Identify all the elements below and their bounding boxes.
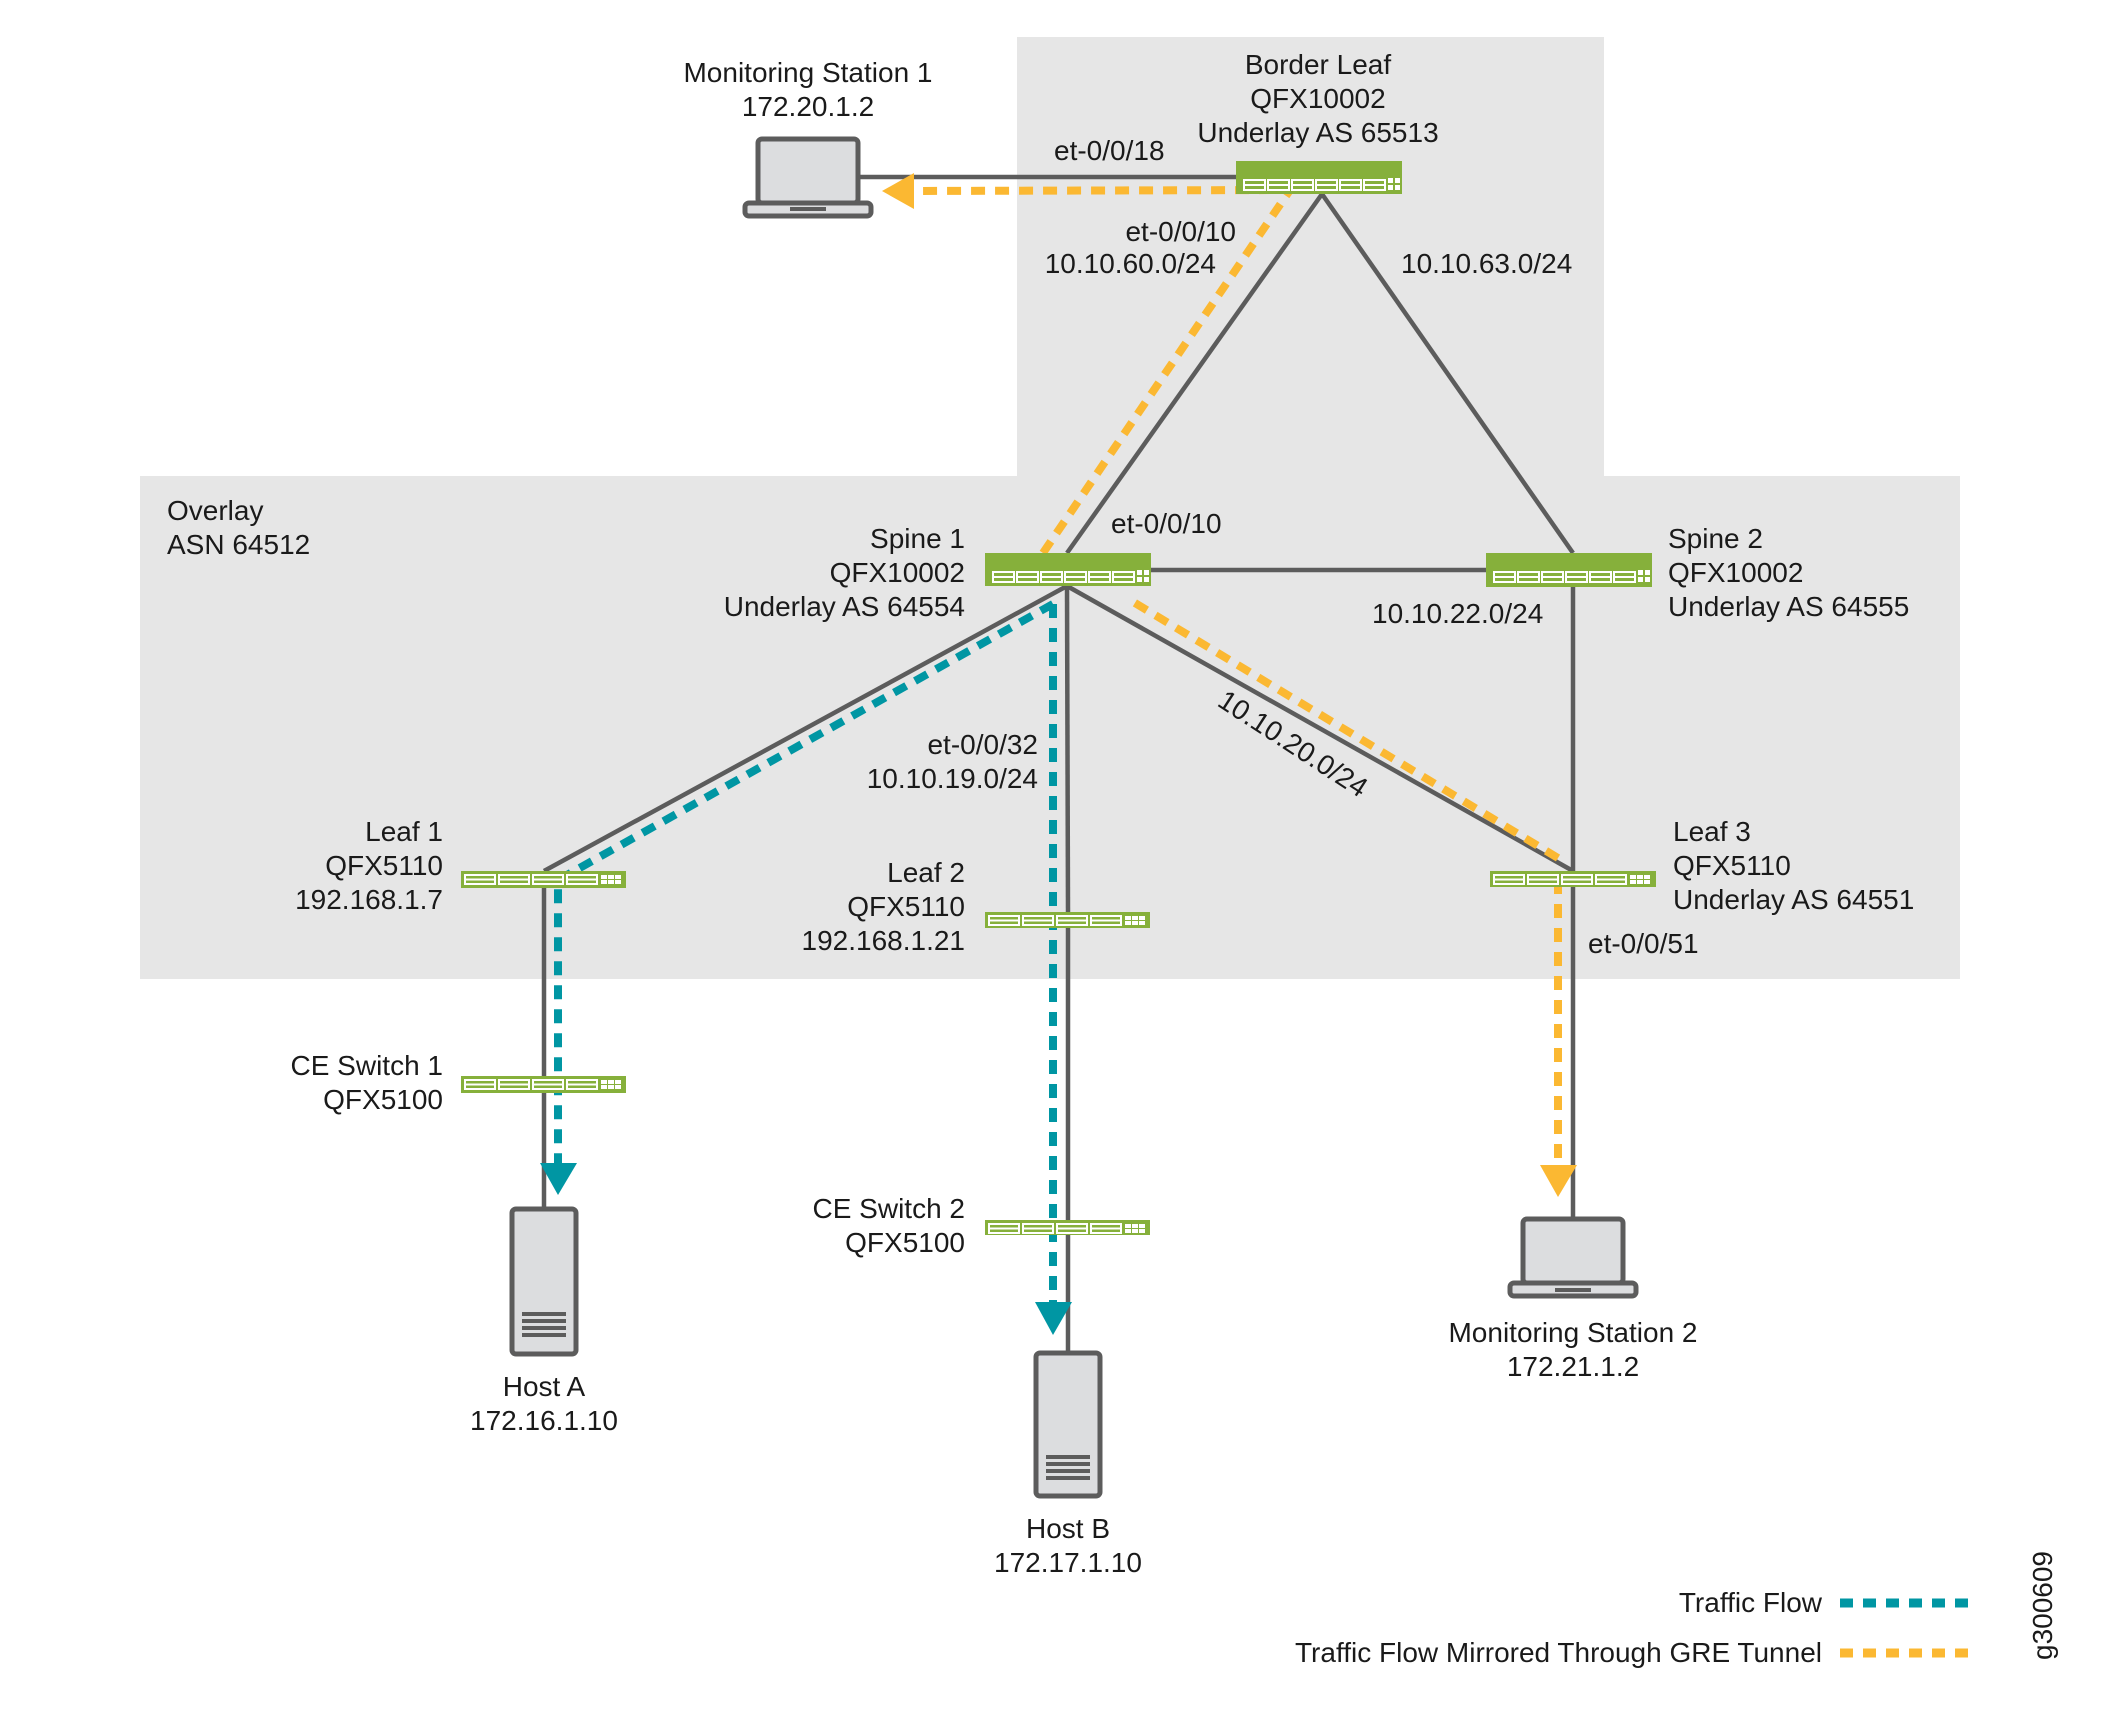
device-name: Leaf 3 (1673, 816, 1751, 847)
border-leaf-label: Border Leaf QFX10002 Underlay AS 65513 (1197, 49, 1438, 148)
device-ip: 172.20.1.2 (742, 91, 874, 122)
device-as: Underlay AS 64554 (724, 591, 965, 622)
device-name: Border Leaf (1245, 49, 1392, 80)
ce-switch-1-label: CE Switch 1 QFX5100 (291, 1050, 444, 1115)
legend-traffic-flow-label: Traffic Flow (1679, 1587, 1823, 1618)
leaf-1-switch-icon[interactable] (461, 871, 626, 888)
subnet-label-bl-spine1: 10.10.60.0/24 (1045, 248, 1216, 279)
device-model: QFX10002 (1250, 83, 1385, 114)
spine-1-label: Spine 1 QFX10002 Underlay AS 64554 (724, 523, 965, 622)
device-name: Leaf 2 (887, 857, 965, 888)
device-name: Host B (1026, 1513, 1110, 1544)
device-name: CE Switch 1 (291, 1050, 444, 1081)
device-name: Monitoring Station 1 (683, 57, 932, 88)
link-spine1-leaf3 (1065, 584, 1575, 873)
port-label-leaf3-ms2: et-0/0/51 (1588, 928, 1699, 959)
ce-switch-2-icon[interactable] (985, 1220, 1150, 1235)
device-model: QFX5110 (1673, 850, 1791, 881)
device-model: QFX5110 (325, 850, 443, 881)
subnet-label-spine1-spine2: 10.10.22.0/24 (1372, 598, 1543, 629)
spine-2-switch-icon[interactable] (1486, 553, 1652, 587)
device-model: QFX10002 (830, 557, 965, 588)
traffic-flow-arrow-hosta (540, 1163, 577, 1195)
device-as: Underlay AS 65513 (1197, 117, 1438, 148)
port-label-spine1-leaf2: et-0/0/32 (927, 729, 1038, 760)
legend: Traffic Flow Traffic Flow Mirrored Throu… (1295, 1587, 1975, 1668)
monitoring-station-1-label: Monitoring Station 1 172.20.1.2 (683, 57, 932, 122)
monitoring-station-2-laptop-icon[interactable] (1507, 1216, 1639, 1299)
port-label-bl-spine1: et-0/0/10 (1125, 216, 1236, 247)
leaf-1-label: Leaf 1 QFX5110 192.168.1.7 (295, 816, 443, 915)
device-ip: 192.168.1.21 (802, 925, 966, 956)
host-b-label: Host B 172.17.1.10 (994, 1513, 1142, 1578)
link-bl-spine1 (1065, 192, 1324, 555)
device-model: QFX5100 (845, 1227, 965, 1258)
device-name: Leaf 1 (365, 816, 443, 847)
host-a-label: Host A 172.16.1.10 (470, 1371, 618, 1436)
spine-2-label: Spine 2 QFX10002 Underlay AS 64555 (1668, 523, 1909, 622)
device-name: Spine 1 (870, 523, 965, 554)
figure-id: g300609 (2027, 1551, 2058, 1660)
mirrored-flow-arrow-ms1 (882, 173, 914, 209)
device-name: Spine 2 (1668, 523, 1763, 554)
leaf-2-label: Leaf 2 QFX5110 192.168.1.21 (802, 857, 966, 956)
legend-mirrored-flow-label: Traffic Flow Mirrored Through GRE Tunnel (1295, 1637, 1822, 1668)
leaf-3-label: Leaf 3 QFX5110 Underlay AS 64551 (1673, 816, 1914, 915)
monitoring-station-1-laptop-icon[interactable] (742, 136, 874, 219)
device-name: CE Switch 2 (813, 1193, 966, 1224)
monitoring-station-2-label: Monitoring Station 2 172.21.1.2 (1448, 1317, 1697, 1382)
device-as: Underlay AS 64551 (1673, 884, 1914, 915)
device-ip: 172.21.1.2 (1507, 1351, 1639, 1382)
overlay-asn-label: ASN 64512 (167, 529, 310, 560)
link-bl-spine2 (1320, 192, 1575, 555)
device-ip: 172.17.1.10 (994, 1547, 1142, 1578)
leaf-2-switch-icon[interactable] (985, 912, 1150, 928)
traffic-flow-path (554, 600, 1057, 1302)
link-spine1-leaf2 (1064, 585, 1071, 913)
device-model: QFX10002 (1668, 557, 1803, 588)
spine-1-switch-icon[interactable] (985, 553, 1151, 586)
link-spine1-leaf1 (542, 584, 1069, 873)
ce-switch-1-icon[interactable] (461, 1076, 626, 1093)
host-a-server-icon[interactable] (509, 1206, 579, 1357)
overlay-label: Overlay (167, 495, 263, 526)
device-ip: 172.16.1.10 (470, 1405, 618, 1436)
traffic-flow-arrow-hostb (1035, 1302, 1072, 1335)
device-model: QFX5110 (847, 891, 965, 922)
mirrored-flow-arrow-ms2 (1540, 1165, 1577, 1197)
leaf-3-switch-icon[interactable] (1490, 871, 1656, 887)
device-name: Host A (503, 1371, 586, 1402)
port-label-spine1-bl: et-0/0/10 (1111, 508, 1222, 539)
subnet-label-spine1-leaf2: 10.10.19.0/24 (867, 763, 1038, 794)
border-leaf-zone (1017, 37, 1604, 497)
port-label-bl-ms1: et-0/0/18 (1054, 135, 1165, 166)
device-name: Monitoring Station 2 (1448, 1317, 1697, 1348)
device-as: Underlay AS 64555 (1668, 591, 1909, 622)
device-ip: 192.168.1.7 (295, 884, 443, 915)
border-leaf-switch-icon[interactable] (1236, 161, 1402, 194)
device-model: QFX5100 (323, 1084, 443, 1115)
host-b-server-icon[interactable] (1033, 1350, 1103, 1499)
ce-switch-2-label: CE Switch 2 QFX5100 (813, 1193, 966, 1258)
subnet-label-bl-spine2: 10.10.63.0/24 (1401, 248, 1572, 279)
